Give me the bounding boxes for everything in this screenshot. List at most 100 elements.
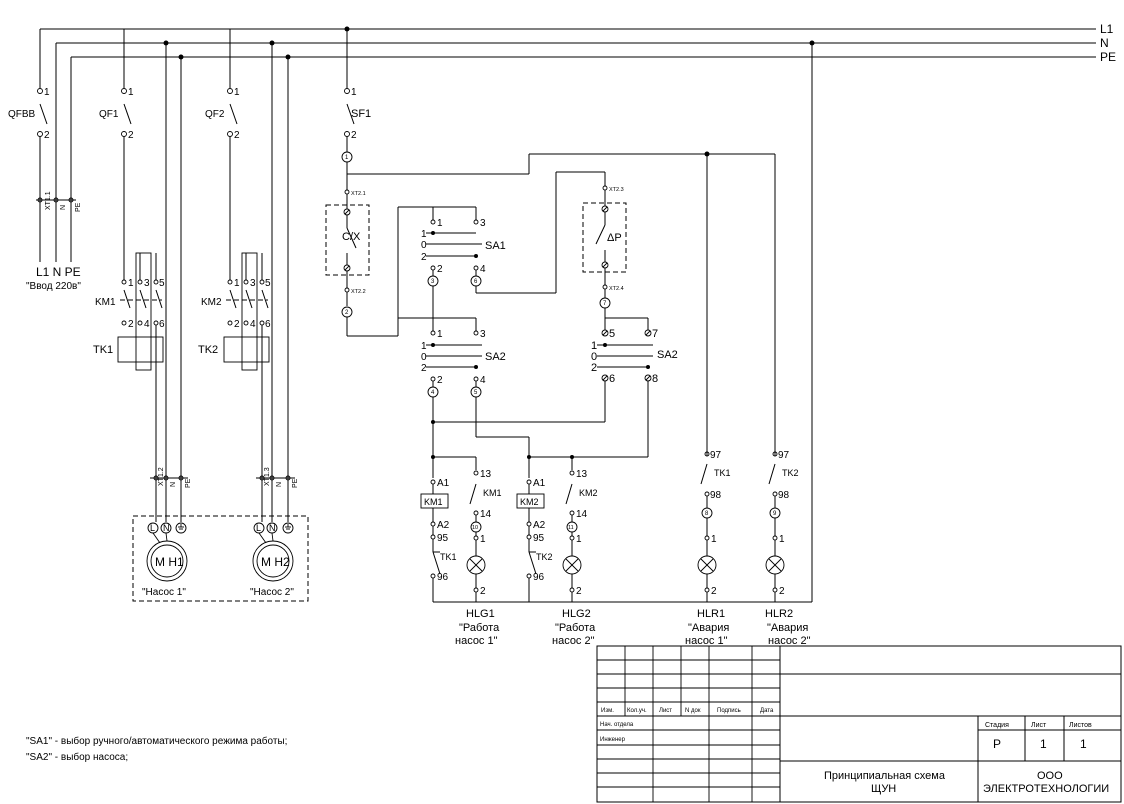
wire-11: 11 [568, 525, 574, 531]
km1-t6: 6 [159, 319, 165, 330]
hlr1-line1: "Авария [688, 622, 729, 634]
qf2-term-1: 1 [234, 87, 240, 98]
sa1-pos-2: 2 [421, 252, 427, 263]
sf1-label: SF1 [351, 108, 371, 120]
xt1-2-n: N [170, 482, 177, 487]
qfbb-label: QFBB [8, 109, 36, 120]
hlr2-name: HLR2 [765, 608, 793, 620]
qf1-label: QF1 [99, 109, 119, 120]
tb-col-kolutch: Кол.уч. [627, 708, 647, 714]
sa2r-t7: 7 [652, 328, 658, 340]
km1-power-label: KM1 [95, 297, 116, 308]
input-feeder: 1 2 QFBB XT1.1 N PE L1 N PE "Ввод 220в" [8, 29, 82, 292]
bus-label-l1: L1 [1100, 22, 1114, 36]
tb-sheet-value: 1 [1040, 737, 1047, 751]
lamp-captions: HLG1 "Работа насос 1" HLG2 "Работа насос… [455, 608, 811, 647]
wire-3: 3 [431, 279, 435, 285]
sa2l-t2: 2 [437, 375, 443, 386]
qf2-term-2: 2 [234, 130, 240, 141]
bus-label-pe: PE [1100, 50, 1116, 64]
tk1-no-label: TK1 [714, 468, 731, 478]
sa2-right-label: SA2 [657, 349, 678, 361]
km1-aux-14: 14 [480, 509, 492, 520]
hlg2-line1: "Работа [555, 622, 596, 634]
sa1-label: SA1 [485, 240, 506, 252]
motor-1-l: L [150, 523, 155, 533]
control-supply: 1 2 SF1 1 XT2.1 С/Х XT2.2 2 [325, 26, 776, 456]
km1-aux-13: 13 [480, 469, 492, 480]
input-bus-labels: L1 N PE [36, 265, 81, 279]
km2-t5: 5 [265, 278, 271, 289]
tb-stage-value: Р [993, 737, 1001, 751]
motor-2-n: N [269, 523, 276, 533]
pump1-power-circuit: 1 2 QF1 1 3 5 2 4 6 KM1 TK1 XT1.2 [93, 29, 192, 522]
sa1-t4: 4 [480, 264, 486, 275]
hlg1-name: HLG1 [466, 608, 495, 620]
km2-coil-label: KM2 [520, 497, 539, 507]
tk1-no-97: 97 [710, 450, 722, 461]
selector-sa2-left: 1 3 1 0 2 SA2 2 4 4 5 [421, 329, 648, 478]
km1-t1: 1 [128, 278, 134, 289]
sa2r-pos-2: 2 [591, 362, 597, 374]
wire-7: 7 [603, 301, 607, 307]
tb-stage-header: Стадия [985, 722, 1009, 729]
tb-row-engineer: Инженер [600, 737, 626, 743]
cx-switch-label: С/Х [342, 231, 361, 243]
tb-col-list: Лист [659, 708, 672, 714]
xt1-3-n: N [276, 482, 283, 487]
tb-sheets-header: Листов [1069, 722, 1092, 729]
xt2-3: XT2.3 [609, 187, 624, 193]
km2-t2: 2 [234, 319, 240, 330]
tb-doc-title-2: ЩУН [871, 783, 896, 795]
tk2-no-97: 97 [778, 450, 790, 461]
km1-aux-label: KM1 [483, 488, 502, 498]
tk2-label: TK2 [198, 344, 218, 356]
sa2l-pos-0: 0 [421, 352, 427, 363]
km1-control: A1 KM1 A2 95 TK1 96 13 KM1 14 10 1 2 [420, 469, 502, 602]
pump2-power-circuit: 1 2 QF2 1 3 5 2 4 6 KM2 TK2 XT1.3 N PE [198, 29, 299, 522]
xt2-1: XT2.1 [351, 191, 366, 197]
tk1-nc-label: TK1 [440, 552, 457, 562]
km2-aux-13: 13 [576, 469, 588, 480]
wire-4: 4 [431, 390, 435, 396]
qf1-term-1: 1 [128, 87, 134, 98]
km1-t2: 2 [128, 319, 134, 330]
xt1-3-label: XT1.3 [264, 467, 271, 486]
hlg2-line2: насос 2" [552, 635, 595, 647]
xt1-1-label: XT1.1 [45, 191, 52, 210]
motor-2-caption: "Насос 2" [250, 587, 294, 598]
sa2r-t8: 8 [652, 373, 658, 385]
sa2l-pos-2: 2 [421, 363, 427, 374]
sa1-pos-0: 0 [421, 240, 427, 251]
note-sa1: "SA1" - выбор ручного/автоматического ре… [26, 735, 287, 747]
km2-t4: 4 [250, 319, 256, 330]
xt1-1-n: N [60, 205, 67, 210]
km2-control: A1 KM2 A2 95 TK2 96 13 KM2 14 11 1 2 [516, 469, 598, 602]
selector-sa2-right: 5 7 1 0 2 SA2 6 8 [591, 328, 678, 457]
km2-t3: 3 [250, 278, 256, 289]
sa2l-t4: 4 [480, 375, 486, 386]
bus-label-n: N [1100, 36, 1109, 50]
note-sa2: "SA2" - выбор насоса; [26, 751, 128, 763]
hlg2-term-2: 2 [576, 586, 582, 597]
tb-col-data: Дата [760, 708, 774, 714]
hlg1-term-2: 2 [480, 586, 486, 597]
tk2-no-label: TK2 [782, 468, 799, 478]
hlr1-line2: насос 1" [685, 635, 728, 647]
km2-t1: 1 [234, 278, 240, 289]
dp-switch-label: ΔР [607, 232, 622, 244]
xt2-2: XT2.2 [351, 289, 366, 295]
hlg1-line1: "Работа [459, 622, 500, 634]
hlr2-line2: насос 2" [768, 635, 811, 647]
hlr1-term-2: 2 [711, 586, 717, 597]
xt1-3-pe: PE [292, 478, 299, 488]
tb-col-ndok: N док [685, 708, 701, 714]
xt1-1-pe: PE [75, 202, 82, 212]
tk2-nc-label: TK2 [536, 552, 553, 562]
tk2-nc-95: 95 [533, 533, 545, 544]
sa2l-t1: 1 [437, 329, 443, 340]
km1-t3: 3 [144, 278, 150, 289]
hlg1-term-1: 1 [480, 534, 486, 545]
sa1-t3: 3 [480, 218, 486, 229]
